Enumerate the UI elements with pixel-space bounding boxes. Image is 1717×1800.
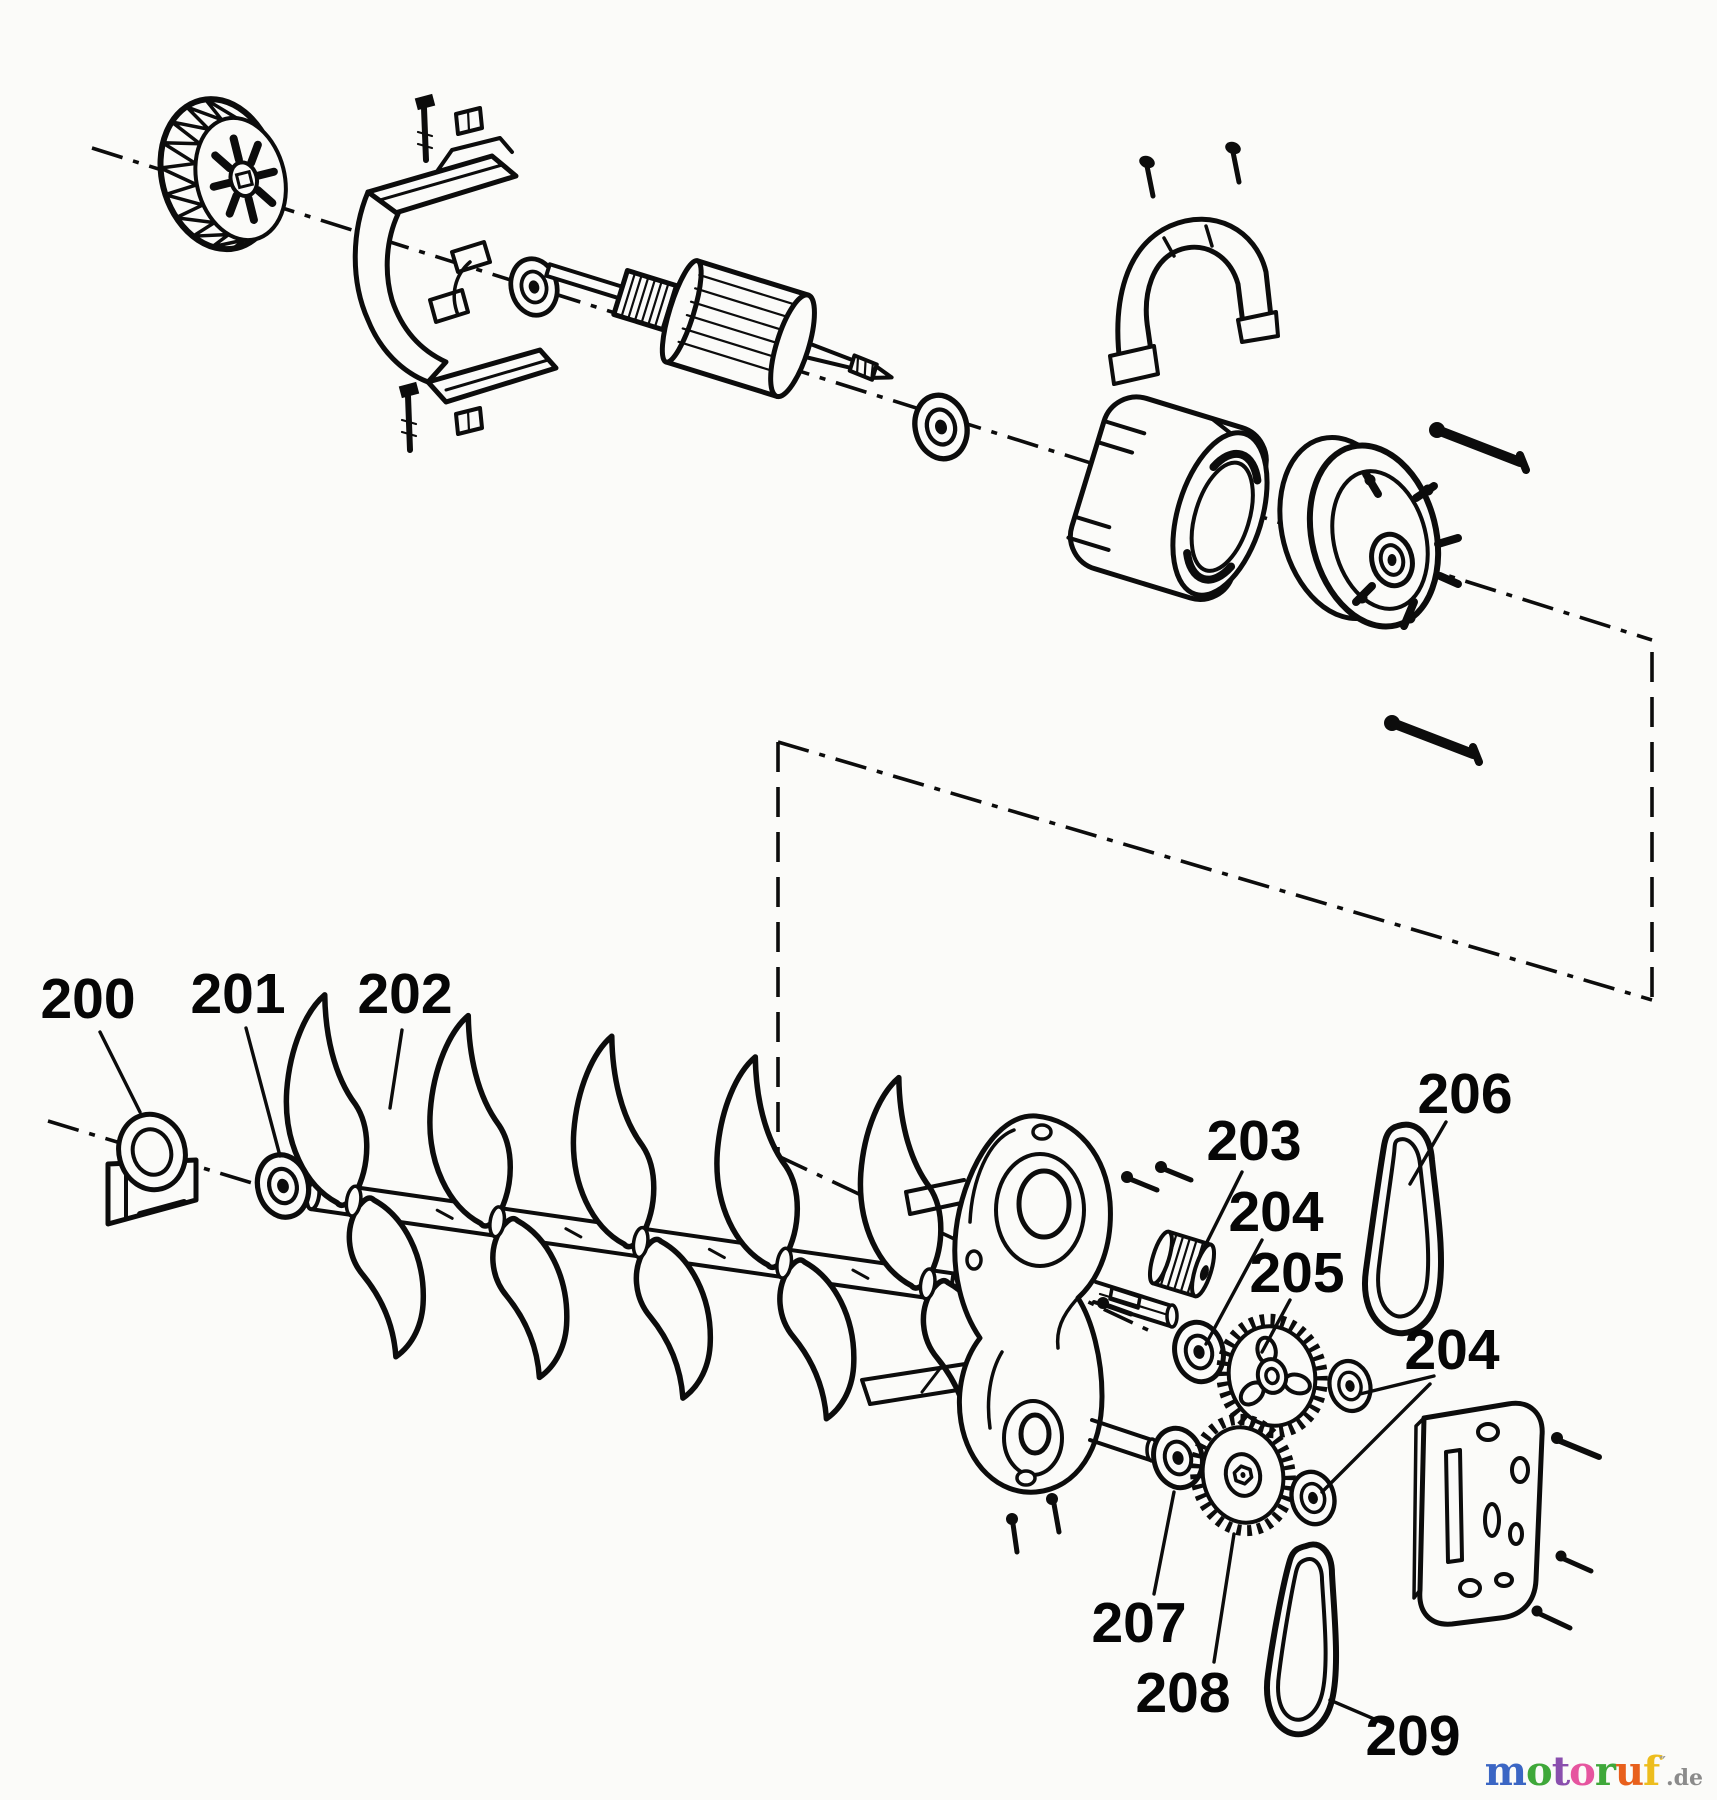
bearing-holder [105, 1111, 199, 1227]
motor-through-bolts [1384, 422, 1530, 766]
logo-letter: o [1526, 1748, 1553, 1795]
bracket-screw-bottom [398, 381, 420, 453]
label-203: 203 [1206, 1109, 1301, 1173]
label-204-first: 204 [1228, 1180, 1323, 1244]
logo-letter: r [1594, 1748, 1616, 1795]
motoruf-logo: motoruf″.de [1485, 1752, 1703, 1792]
armature [544, 258, 894, 400]
logo-suffix: .de [1665, 1765, 1703, 1791]
label-206: 206 [1417, 1062, 1512, 1126]
logo-letter: m [1484, 1748, 1527, 1795]
label-200: 200 [40, 967, 135, 1031]
bracket-screw-top [414, 93, 436, 163]
logo-letter: o [1569, 1748, 1596, 1795]
plate-screws [1531, 1432, 1602, 1631]
belt-206 [1362, 1121, 1444, 1337]
leader-lines [98, 1026, 1448, 1726]
motor-bracket [352, 93, 559, 453]
bearing-204-right [1324, 1357, 1375, 1416]
fan-hub-slots [209, 134, 278, 224]
fan-wheel [157, 96, 288, 253]
logo-letter: u [1614, 1748, 1644, 1795]
label-204-second: 204 [1404, 1318, 1499, 1382]
mounting-plate [1412, 1400, 1545, 1627]
gear-205 [1216, 1313, 1328, 1439]
routing-diagonal-line [777, 740, 1653, 1002]
bearing-armature-right [908, 390, 973, 465]
label-202: 202 [357, 962, 452, 1026]
motor-end-cap [1277, 434, 1462, 630]
gearbox-section [860, 1113, 1602, 1738]
label-205: 205 [1249, 1241, 1344, 1305]
stator [1066, 394, 1270, 602]
stator-screws [1139, 141, 1242, 199]
logo-letter: t [1551, 1748, 1571, 1795]
label-201: 201 [190, 962, 285, 1026]
logo-letter: f [1643, 1748, 1660, 1795]
label-207: 207 [1091, 1591, 1186, 1655]
gearbox-screws [1006, 1161, 1194, 1555]
stator-clamp [1108, 216, 1280, 386]
belt-209 [1264, 1541, 1340, 1738]
gearbox-upper-shaft [1092, 1280, 1179, 1329]
blade-shaft-assembly [250, 991, 1059, 1445]
part-number-labels: 200 201 202 203 204 205 206 204 207 208 … [40, 962, 1512, 1768]
gear-housing [952, 1113, 1113, 1495]
label-208: 208 [1135, 1661, 1230, 1725]
logo-trademark: ″ [1659, 1753, 1666, 1771]
pulley-203 [1147, 1229, 1217, 1299]
label-209: 209 [1365, 1704, 1460, 1768]
